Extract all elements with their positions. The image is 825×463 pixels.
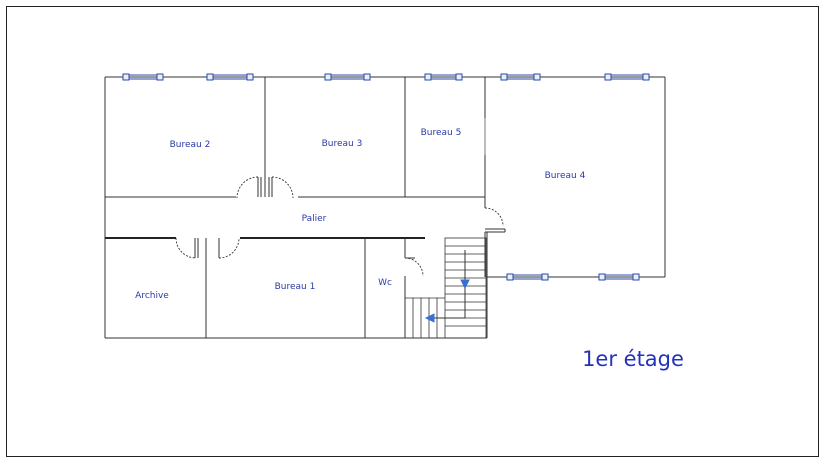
window-bureau2-b — [206, 73, 254, 81]
window-bureau4-top-b — [604, 73, 650, 81]
walls — [104, 76, 666, 339]
window-bureau4-bottom-a — [506, 273, 549, 281]
door-bureau1 — [218, 237, 240, 259]
window-bureau4-bottom-b — [598, 273, 640, 281]
room-label-palier: Palier — [302, 214, 327, 224]
room-label-bureau4: Bureau 4 — [545, 171, 586, 181]
floor-title: 1er étage — [582, 347, 684, 371]
door-wc — [404, 257, 424, 277]
room-label-bureau3: Bureau 3 — [322, 139, 363, 149]
window-bureau5 — [424, 73, 463, 81]
stair-direction-arrow-down — [460, 279, 470, 290]
room-label-archive: Archive — [135, 291, 169, 301]
window-bureau4-top-a — [500, 73, 541, 81]
room-label-bureau1: Bureau 1 — [275, 282, 316, 292]
doors — [175, 176, 504, 277]
door-bureau4 — [484, 207, 504, 227]
window-bureau2-a — [122, 73, 164, 81]
door-archive — [175, 237, 196, 259]
windows — [122, 73, 650, 281]
window-bureau3 — [324, 73, 371, 81]
room-label-bureau2: Bureau 2 — [170, 140, 211, 150]
staircase — [405, 237, 487, 339]
drawing-frame — [6, 6, 819, 457]
door-bureau2 — [236, 176, 259, 199]
door-bureau3 — [271, 176, 294, 199]
room-label-wc: Wc — [378, 278, 392, 288]
stair-direction-arrow-left — [424, 313, 435, 323]
room-label-bureau5: Bureau 5 — [421, 128, 462, 138]
